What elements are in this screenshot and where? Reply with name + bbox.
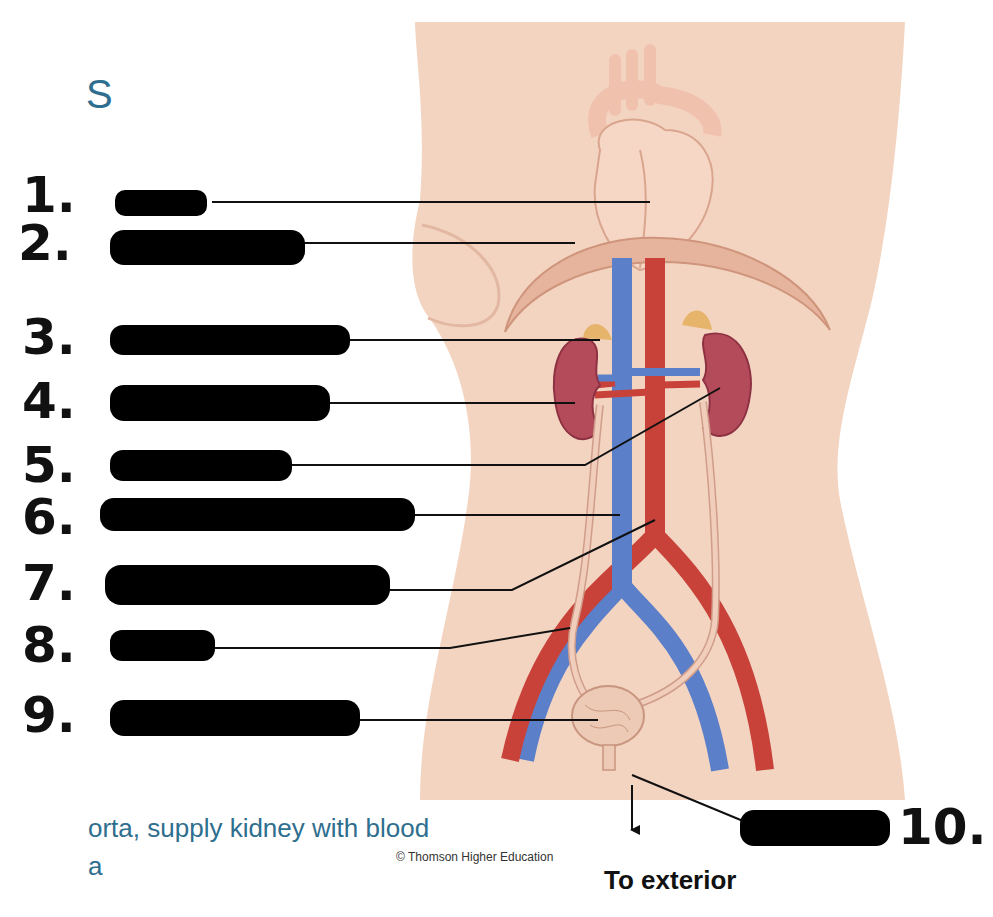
callout-number: 2.	[18, 216, 72, 271]
kidney	[703, 333, 751, 436]
callout-number: 10.	[898, 800, 987, 855]
callout-number: 5.	[22, 438, 76, 493]
vena-cava	[612, 258, 632, 593]
copyright-note: © Thomson Higher Education	[396, 851, 553, 864]
aorta	[645, 258, 665, 543]
breast-shade	[422, 225, 499, 326]
callout-number: 1.	[22, 168, 76, 223]
callout-number: 4.	[22, 374, 76, 429]
callout-number: 8.	[22, 618, 76, 673]
callout-number: 7.	[22, 556, 76, 611]
torso	[412, 22, 905, 800]
callout-number: 6.	[22, 490, 76, 545]
callout-number: 9.	[22, 688, 76, 743]
diaphragm	[505, 238, 830, 332]
bladder	[572, 686, 644, 746]
slide-text: a	[88, 852, 102, 881]
callout-number: 3.	[22, 310, 76, 365]
slide-heading: S	[86, 72, 113, 116]
flow-label: To exterior	[604, 866, 736, 895]
slide-text: orta, supply kidney with blood	[88, 814, 429, 843]
kidney	[554, 338, 600, 439]
redactions	[100, 190, 890, 846]
